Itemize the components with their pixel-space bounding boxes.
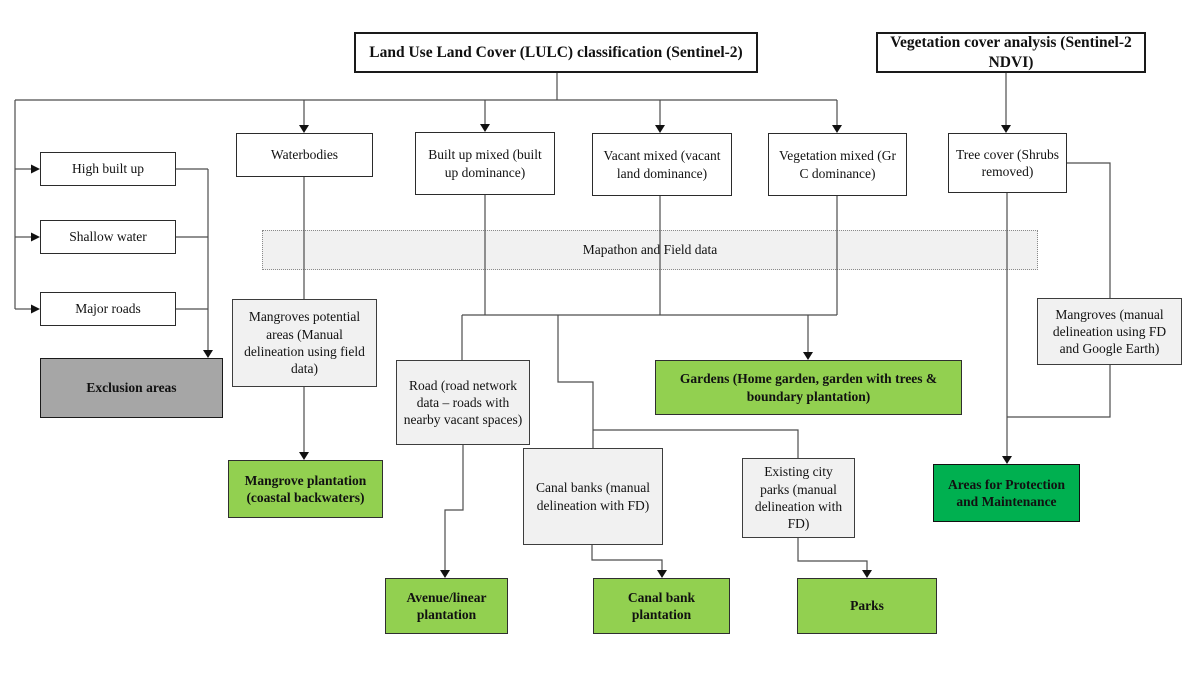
node-existing-city-parks: Existing city parks (manual delineation … bbox=[742, 458, 855, 538]
node-shallow-water: Shallow water bbox=[40, 220, 176, 254]
node-avenue-linear-plantation: Avenue/linear plantation bbox=[385, 578, 508, 634]
node-mangrove-plantation: Mangrove plantation (coastal backwaters) bbox=[228, 460, 383, 518]
node-mangroves-potential-areas: Mangroves potential areas (Manual deline… bbox=[232, 299, 377, 387]
node-canal-banks: Canal banks (manual delineation with FD) bbox=[523, 448, 663, 545]
node-vegetation-mixed: Vegetation mixed (Gr C dominance) bbox=[768, 133, 907, 196]
node-exclusion-areas: Exclusion areas bbox=[40, 358, 223, 418]
mapathon-field-data-band: Mapathon and Field data bbox=[262, 230, 1038, 270]
node-parks: Parks bbox=[797, 578, 937, 634]
node-built-up-mixed: Built up mixed (built up dominance) bbox=[415, 132, 555, 195]
node-tree-cover: Tree cover (Shrubs removed) bbox=[948, 133, 1067, 193]
node-major-roads: Major roads bbox=[40, 292, 176, 326]
node-vegetation-cover-analysis: Vegetation cover analysis (Sentinel-2 ND… bbox=[876, 32, 1146, 73]
node-vacant-mixed: Vacant mixed (vacant land dominance) bbox=[592, 133, 732, 196]
node-road-network: Road (road network data – roads with nea… bbox=[396, 360, 530, 445]
node-areas-for-protection: Areas for Protection and Maintenance bbox=[933, 464, 1080, 522]
node-gardens: Gardens (Home garden, garden with trees … bbox=[655, 360, 962, 415]
node-canal-bank-plantation: Canal bank plantation bbox=[593, 578, 730, 634]
node-lulc-classification: Land Use Land Cover (LULC) classificatio… bbox=[354, 32, 758, 73]
node-waterbodies: Waterbodies bbox=[236, 133, 373, 177]
node-high-built-up: High built up bbox=[40, 152, 176, 186]
node-mangroves-manual-delineation: Mangroves (manual delineation using FD a… bbox=[1037, 298, 1182, 365]
